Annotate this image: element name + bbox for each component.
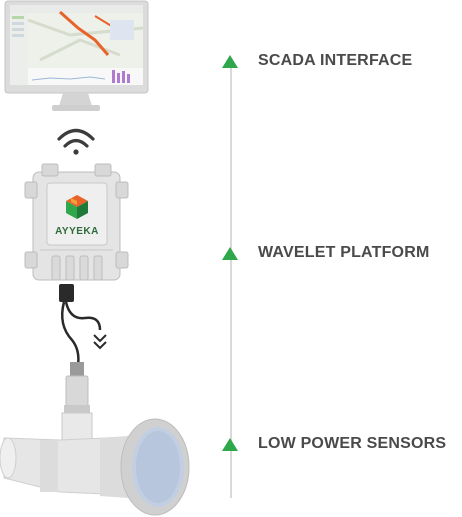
- monitor-icon: [4, 0, 149, 111]
- green-triangle-icon: [222, 437, 238, 451]
- green-triangle-icon: [222, 54, 238, 68]
- tier-label: LOW POWER SENSORS: [258, 435, 447, 452]
- ayyeka-logo-icon: [66, 195, 88, 219]
- cable: [59, 284, 107, 366]
- tier-label: SCADA INTERFACE: [258, 52, 413, 69]
- tier-scada-interface: SCADA INTERFACE: [222, 49, 412, 73]
- tier-wavelet-platform: WAVELET PLATFORM: [222, 241, 429, 265]
- sensor-pipe-icon: [0, 418, 190, 516]
- tier-low-power-sensors: LOW POWER SENSORS: [222, 432, 446, 456]
- wifi-icon: [57, 128, 95, 155]
- timeline-line: [230, 62, 232, 498]
- wavelet-device: [24, 163, 129, 281]
- green-triangle-icon: [222, 246, 238, 260]
- tier-label: WAVELET PLATFORM: [258, 244, 430, 261]
